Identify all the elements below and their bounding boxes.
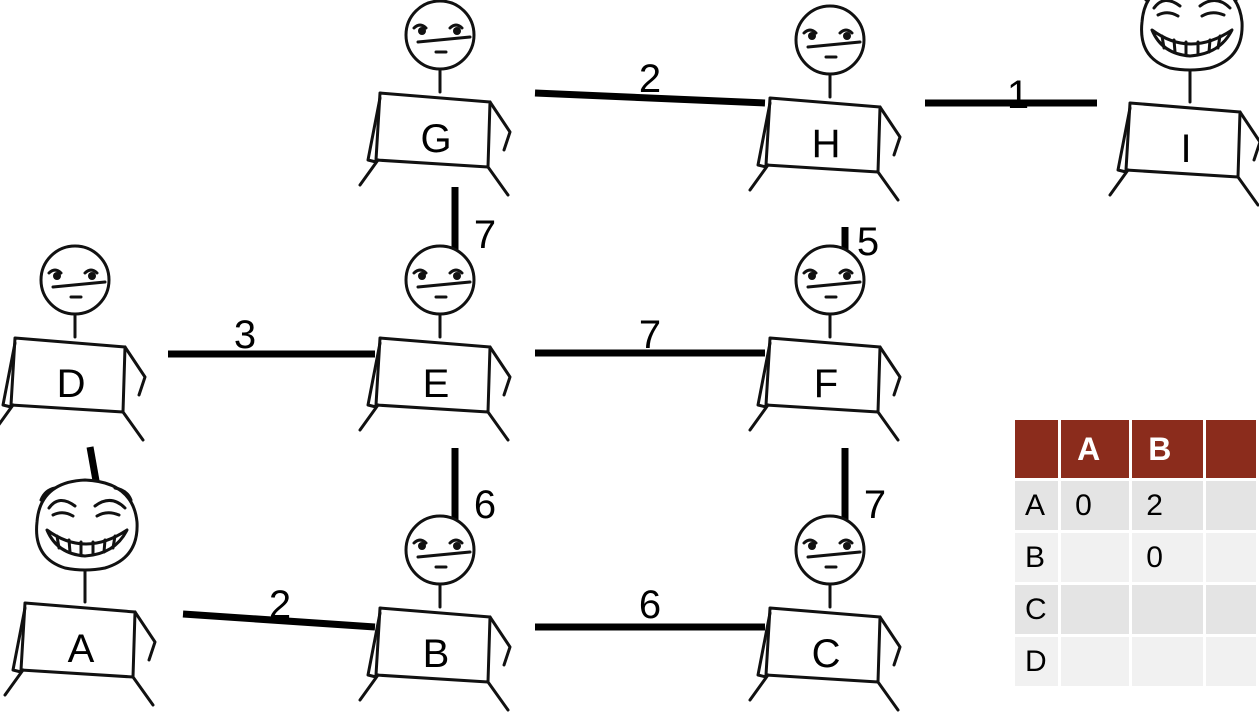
stick-figure-icon: [0, 244, 147, 442]
node-c: C: [748, 514, 902, 712]
stick-figure-icon: [748, 514, 902, 712]
table-cell: [1204, 634, 1259, 686]
table-cell: [1204, 582, 1259, 636]
edge-a-b: [182, 610, 376, 631]
table-cell: [1130, 634, 1207, 686]
node-f: F: [748, 244, 902, 442]
node-label: C: [812, 632, 841, 676]
table-row-label: C: [1015, 582, 1062, 636]
edge-weight-label: 2: [269, 583, 291, 627]
table-cell: [1204, 478, 1259, 532]
node-label: F: [814, 362, 838, 406]
node-label: E: [423, 362, 450, 406]
distance-table: A B A 0 2 B 0 C D: [1015, 420, 1259, 686]
node-label: G: [420, 117, 451, 161]
edge-weight-label: 6: [474, 483, 496, 527]
node-b: B: [358, 514, 512, 712]
node-label: B: [423, 632, 450, 676]
stick-figure-icon: [358, 0, 512, 197]
table-cell: [1059, 582, 1133, 636]
troll-face-figure-icon: [1108, 0, 1259, 207]
stick-figure-icon: [748, 244, 902, 442]
edge-weight-label: 2: [639, 57, 661, 101]
table-header-cell: B: [1130, 420, 1207, 480]
table-cell: 0: [1130, 530, 1207, 584]
node-label: D: [57, 362, 86, 406]
table-row-label: B: [1015, 530, 1062, 584]
node-d: D: [0, 244, 147, 442]
node-label: I: [1180, 127, 1191, 171]
node-i: I: [1108, 0, 1259, 207]
edge-weight-label: 7: [864, 483, 886, 527]
table-cell: [1130, 582, 1207, 636]
table-header-cell: A: [1059, 420, 1133, 480]
table-row: A 0 2: [1015, 478, 1259, 532]
node-h: H: [748, 4, 902, 202]
edge-weight-label: 3: [234, 313, 256, 357]
table-row-label: A: [1015, 478, 1062, 532]
table-row: B 0: [1015, 530, 1259, 584]
table-cell: [1204, 530, 1259, 584]
edges-layer: 21753716726: [57, 57, 1097, 631]
edge-weight-label: 1: [1007, 73, 1029, 117]
troll-face-figure-icon: [3, 478, 157, 707]
table-cell: [1059, 530, 1133, 584]
table-header-cell: [1204, 420, 1259, 480]
table-cell: [1059, 634, 1133, 686]
table-cell: 0: [1059, 478, 1133, 532]
edge-weight-label: 7: [474, 213, 496, 257]
edge-weight-label: 7: [639, 313, 661, 357]
table-cell: 2: [1130, 478, 1207, 532]
node-a: A: [3, 478, 157, 707]
node-label: A: [68, 627, 95, 671]
node-label: H: [812, 122, 841, 166]
stick-figure-icon: [358, 244, 512, 442]
edge-weight-label: 5: [857, 220, 879, 264]
table-header-row: A B: [1015, 420, 1259, 480]
node-g: G: [358, 0, 512, 197]
table-row: D: [1015, 634, 1259, 686]
edge-weight-label: 6: [639, 583, 661, 627]
node-e: E: [358, 244, 512, 442]
edge-g-h: [534, 89, 766, 107]
table-row-label: D: [1015, 634, 1062, 686]
table-row: C: [1015, 582, 1259, 636]
stick-figure-icon: [748, 4, 902, 202]
table-header-cell: [1015, 420, 1062, 480]
stick-figure-icon: [358, 514, 512, 712]
